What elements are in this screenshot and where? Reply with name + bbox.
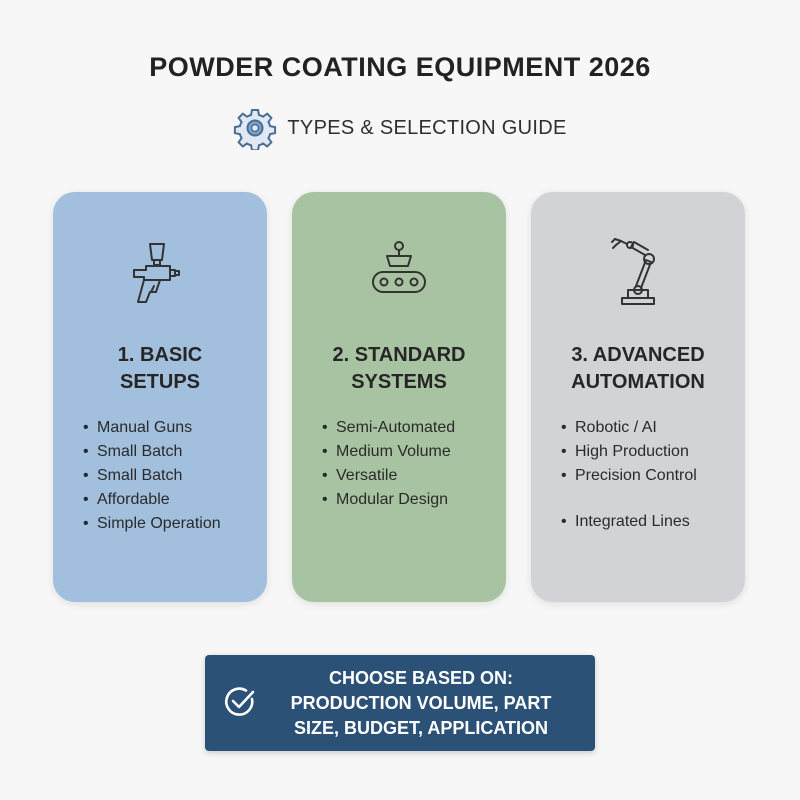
card-basic-setups: 1. BASIC SETUPS • Manual Guns • Small Batc… [53,192,267,602]
list-item-label: Medium Volume [336,443,451,460]
list-item: • Modular Design [322,488,498,512]
bullet: • [322,467,328,484]
list-item: • Medium Volume [322,440,498,464]
list-item: • Simple Operation [83,512,259,536]
feature-list: • Manual Guns • Small Batch • Small Batch •… [83,416,259,536]
list-item-label: Precision Control [575,467,697,484]
list-item: • Manual Guns [83,416,259,440]
banner-heading: CHOOSE BASED ON: [328,668,514,688]
card-standard-systems: 2. STANDARD SYSTEMS • Semi-Automated • Med… [292,192,506,602]
banner-text: CHOOSE BASED ON: PRODUCTION VOLUME, PART… [259,666,583,741]
list-item-label: Small Batch [97,467,183,484]
bullet: • [322,443,328,460]
bullet: • [83,467,89,484]
list-item-label: Versatile [336,467,398,484]
list-item-label: Affordable [97,491,170,508]
selection-criteria-banner: CHOOSE BASED ON: PRODUCTION VOLUME, PART… [205,655,595,751]
card-title-line: SETUPS [119,371,201,393]
list-item: • Affordable [83,488,259,512]
check-circle-icon [224,687,255,716]
list-item: • Versatile [322,464,498,488]
conveyor-icon [372,241,426,293]
bullet: • [561,513,567,530]
card-title-line: 2. STANDARD [332,344,466,366]
bullet: • [561,443,567,460]
list-item: • High Production [561,440,737,464]
bullet: • [561,419,567,436]
feature-list: • Robotic / AI • High Production • Precisio… [561,416,737,534]
list-item: • Small Batch [83,440,259,464]
card-title: 3. ADVANCED AUTOMATION [531,342,745,396]
list-item-label: Integrated Lines [575,513,690,530]
list-item: • Integrated Lines [561,510,737,534]
robotic-arm-icon [611,238,655,305]
card-advanced-automation: 3. ADVANCED AUTOMATION • Robotic / AI • Hi… [531,192,745,602]
list-item-label: Semi-Automated [336,419,456,436]
bullet: • [83,515,89,532]
card-title: 2. STANDARD SYSTEMS [292,342,506,396]
subtitle: TYPES & SELECTION GUIDE [287,116,567,139]
list-item-label: Modular Design [336,491,449,508]
bullet: • [83,491,89,508]
page-title: POWDER COATING EQUIPMENT 2026 [149,52,651,82]
list-item-label: High Production [575,443,689,460]
card-title: 1. BASIC SETUPS [53,342,267,396]
spray-gun-icon [133,243,180,303]
card-title-line: 1. BASIC [117,344,203,366]
list-item-label: Robotic / AI [575,419,657,436]
bullet: • [83,443,89,460]
bullet: • [322,491,328,508]
banner-line: PRODUCTION VOLUME, PART [290,693,552,713]
bullet: • [322,419,328,436]
subtitle-row: TYPES & SELECTION GUIDE [0,106,800,150]
list-item: • Precision Control [561,464,737,488]
list-item: • Robotic / AI [561,416,737,440]
list-item: • Semi-Automated [322,416,498,440]
bullet: • [561,467,567,484]
gear-icon [234,109,277,150]
list-item: • Small Batch [83,464,259,488]
banner-line: SIZE, BUDGET, APPLICATION [293,718,548,738]
list-item-label: Simple Operation [97,515,221,532]
feature-list: • Semi-Automated • Medium Volume • Versatil… [322,416,498,512]
card-title-line: SYSTEMS [351,371,447,393]
card-title-line: 3. ADVANCED [571,344,705,366]
list-item-label: Small Batch [97,443,183,460]
bullet: • [83,419,89,436]
card-title-line: AUTOMATION [571,371,705,393]
list-item-label: Manual Guns [97,419,193,436]
